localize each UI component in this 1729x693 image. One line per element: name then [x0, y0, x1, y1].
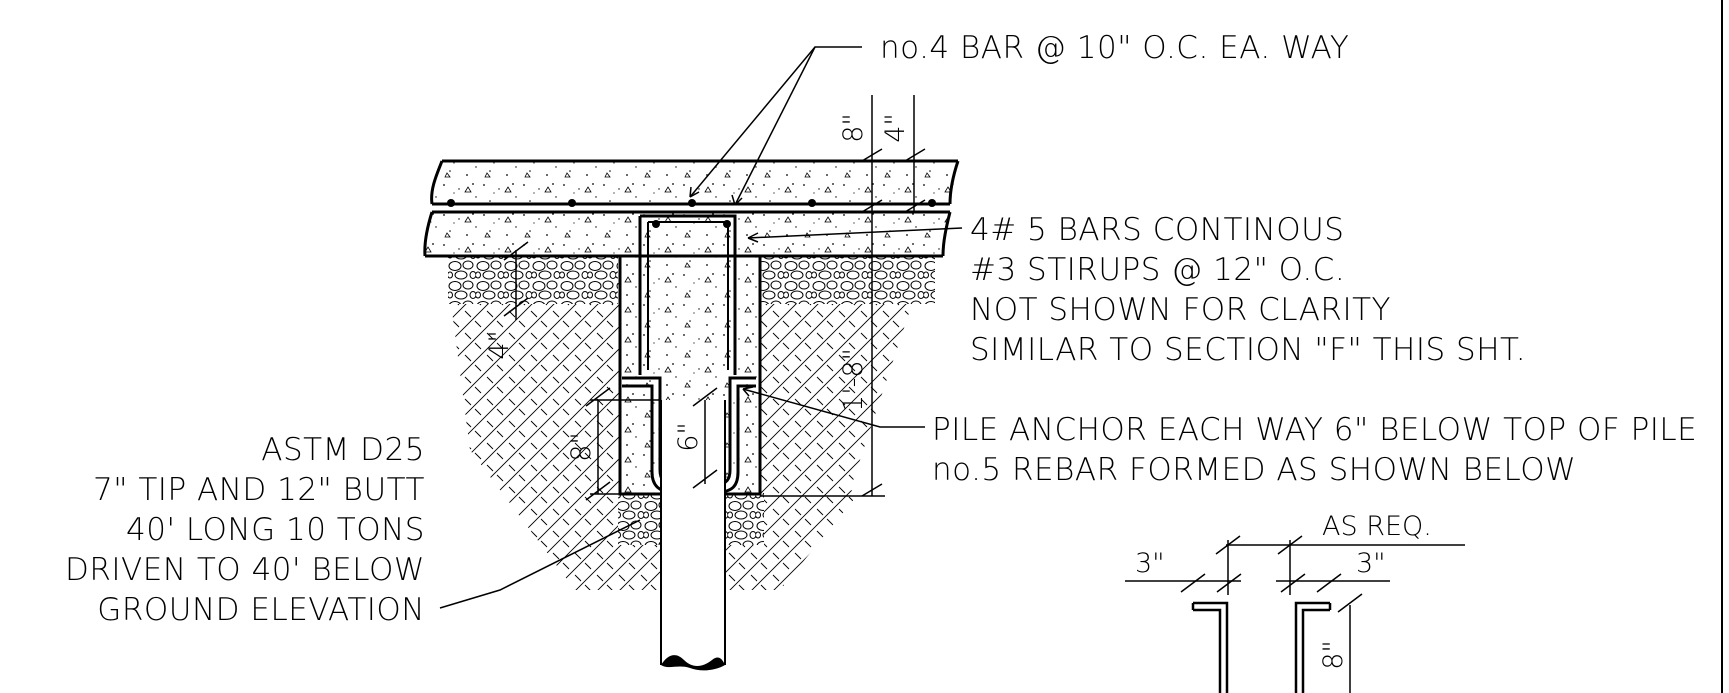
dim-slab: 8"	[838, 113, 869, 143]
callout-text: no.4 BAR @ 10" O.C. EA. WAY 4# 5 BARS CO…	[65, 30, 1697, 628]
timber-pile	[660, 400, 726, 671]
top-bar-label: no.4 BAR @ 10" O.C. EA. WAY	[880, 30, 1349, 66]
bars-label-1: 4# 5 BARS CONTINOUS	[970, 212, 1344, 248]
dim-leg: 8"	[1318, 640, 1349, 670]
dim-side: 4"	[484, 330, 515, 360]
bars-label-4: SIMILAR TO SECTION "F" THIS SHT.	[970, 332, 1526, 368]
dimension-text: 8" 4" 4" 1'-8" 8" 6" AS REQ. 3" 3" 8"	[484, 113, 1432, 670]
dim-embed: 8"	[566, 432, 597, 462]
dimension-lines	[503, 95, 926, 501]
dim-anchor-drop: 6"	[673, 422, 704, 452]
pile-label-3: 40' LONG 10 TONS	[126, 512, 425, 548]
pile-label-1: ASTM D25	[261, 432, 425, 468]
pile-label-2: 7" TIP AND 12" BUTT	[93, 472, 425, 508]
stirrup	[638, 214, 737, 375]
dim-cover: 4"	[880, 113, 911, 143]
dim-beam: 1'-8"	[838, 348, 869, 412]
gravel-layer	[448, 256, 935, 545]
leader-lines	[439, 46, 963, 609]
dim-as-req: AS REQ.	[1322, 511, 1432, 542]
concrete-slab	[423, 159, 960, 258]
anchor-label-2: no.5 REBAR FORMED AS SHOWN BELOW	[932, 452, 1576, 488]
bars-label-2: #3 STIRUPS @ 12" O.C.	[970, 252, 1345, 288]
pile-label-4: DRIVEN TO 40' BELOW	[65, 552, 425, 588]
dim-left-hook: 3"	[1135, 548, 1165, 579]
pile-label-5: GROUND ELEVATION	[97, 592, 425, 628]
bars-label-3: NOT SHOWN FOR CLARITY	[970, 292, 1391, 328]
dim-right-hook: 3"	[1356, 548, 1386, 579]
anchor-bar-detail	[1125, 535, 1465, 693]
anchor-label-1: PILE ANCHOR EACH WAY 6" BELOW TOP OF PIL…	[932, 412, 1697, 448]
